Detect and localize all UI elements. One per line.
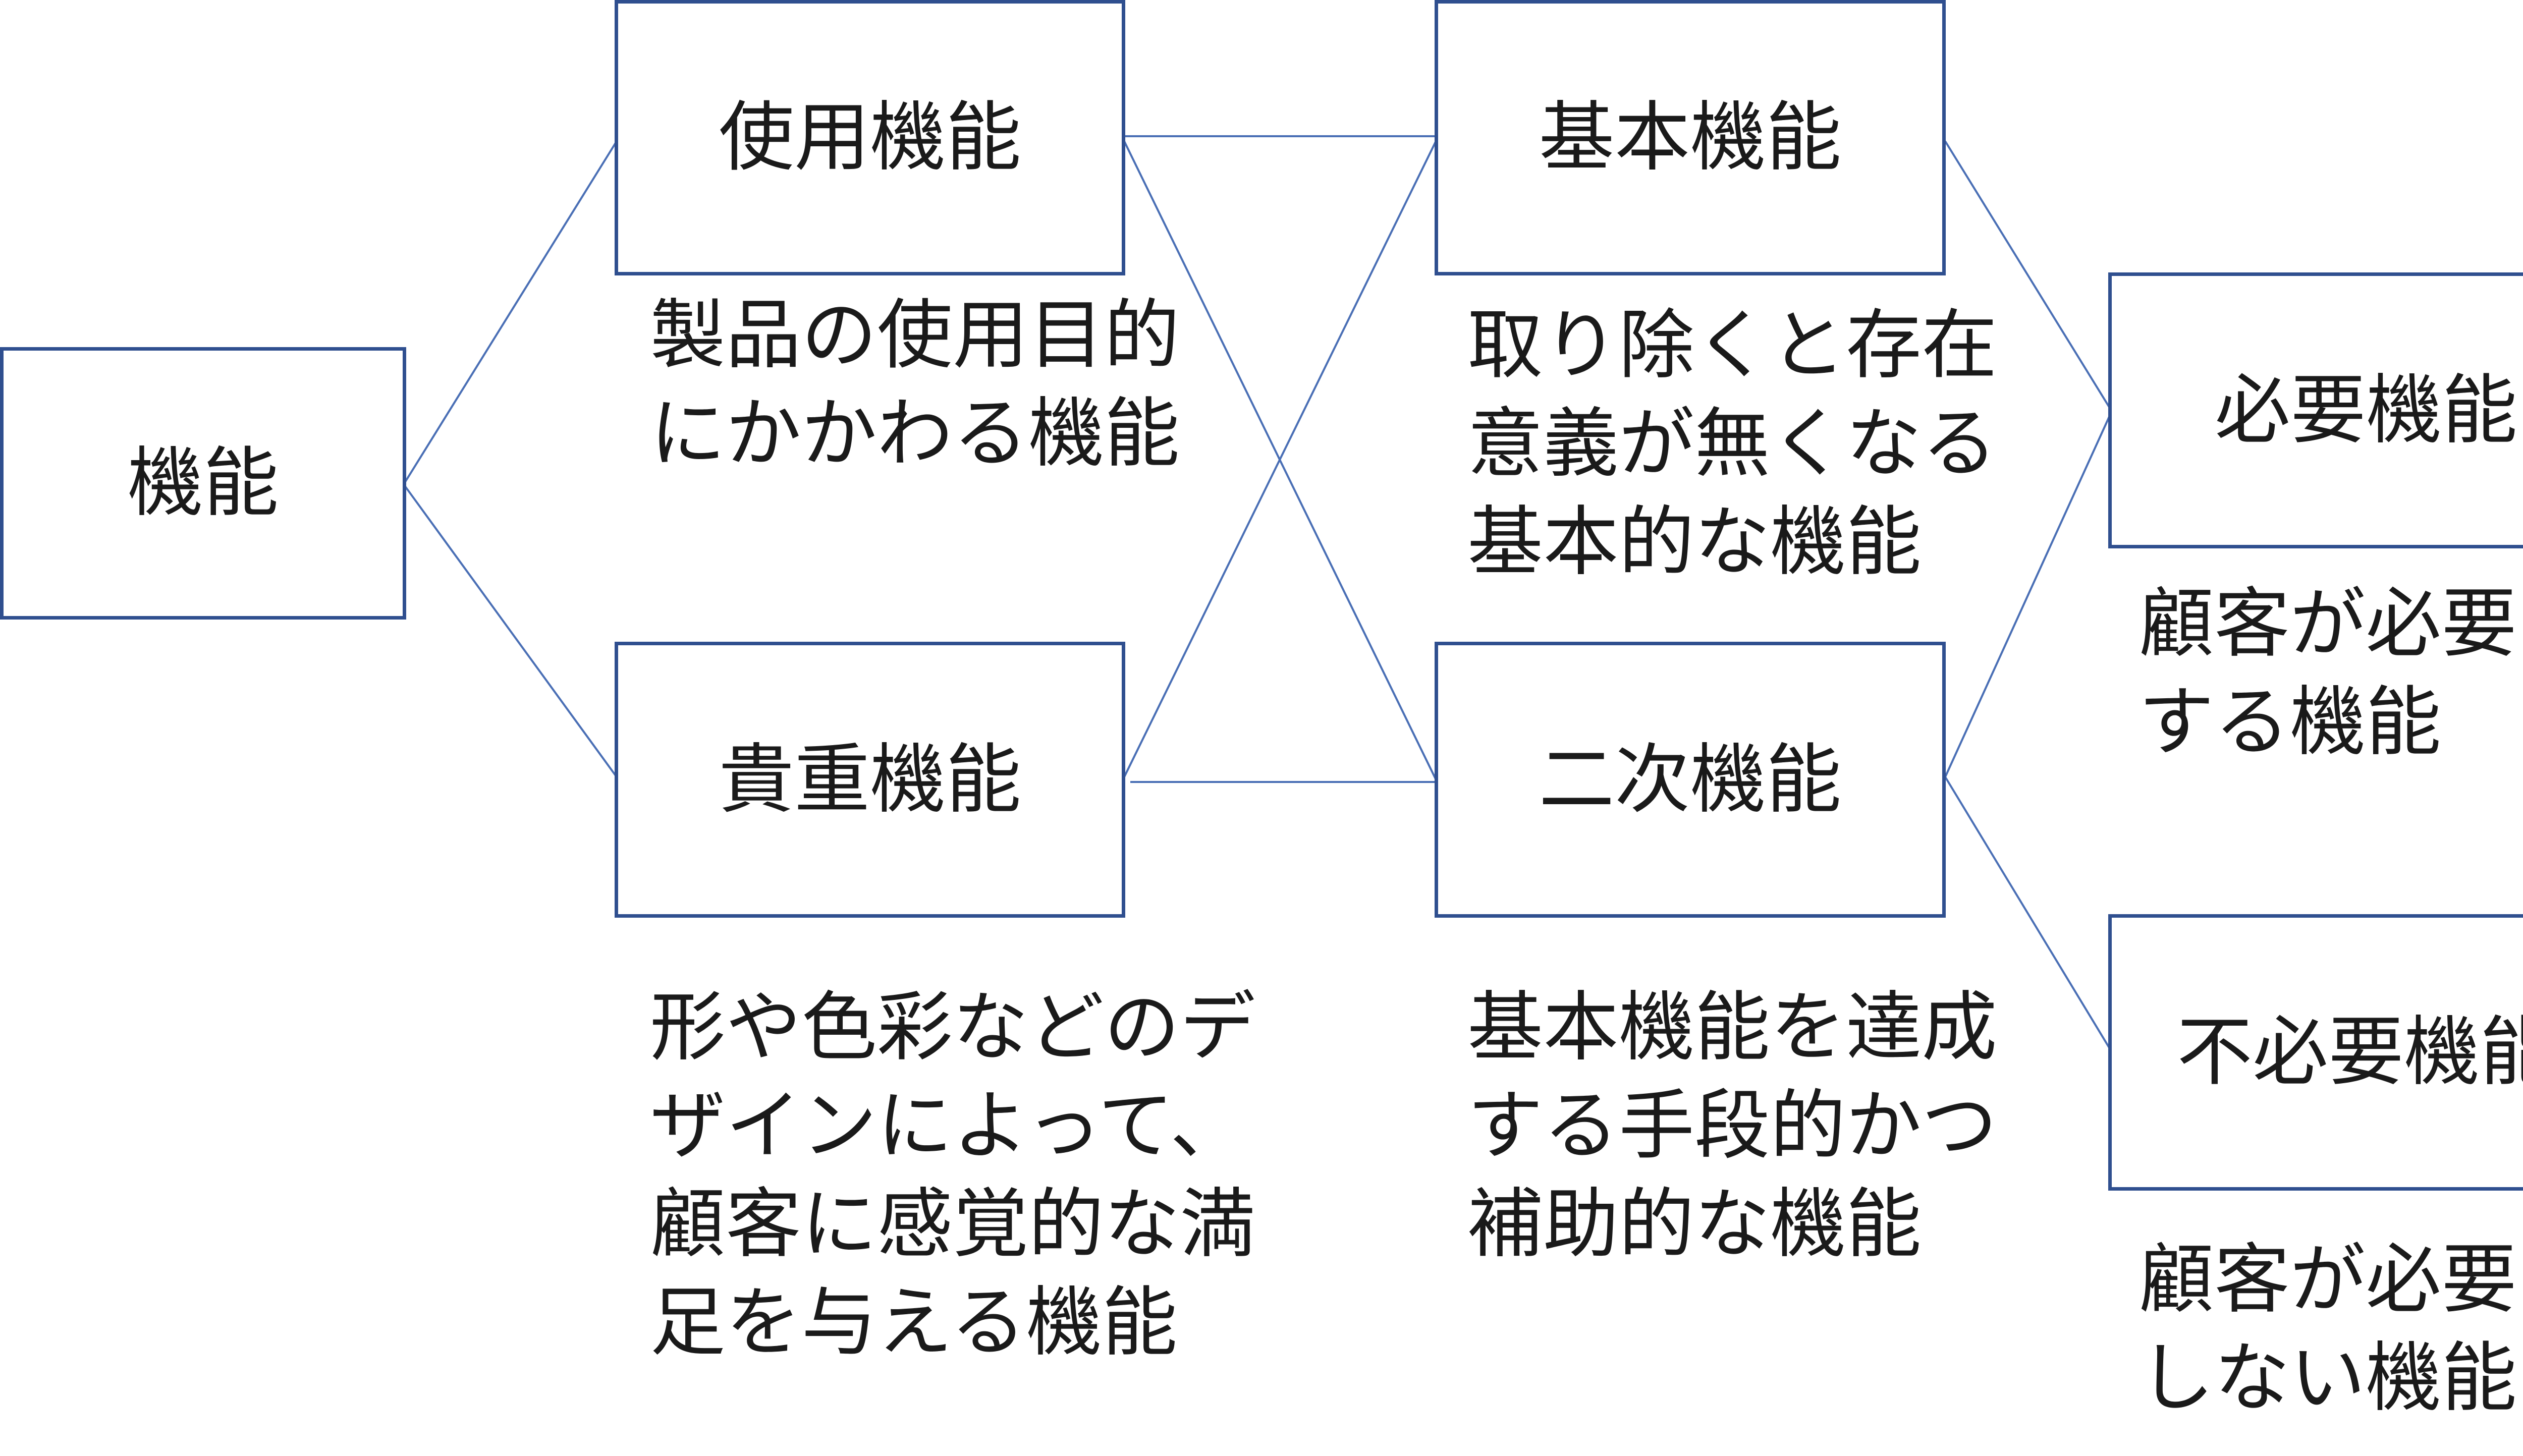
connector-esteem-basic [1123,138,1438,777]
node-basic-label: 基本機能 [1539,94,1842,182]
connector-root-use [403,140,618,485]
node-necessary: 必要機能 [2108,272,2523,548]
node-use-label: 使用機能 [718,94,1021,182]
node-necessary-label: 必要機能 [2214,366,2517,455]
connector-use-secondary [1123,141,1438,782]
desc-necessary: 顧客が必要と する機能 [2138,580,2523,766]
node-use: 使用機能 [615,0,1125,275]
connector-secondary-unnecessary [1944,776,2113,1053]
desc-basic: 取り除くと存在 意義が無くなる 基本的な機能 [1467,302,1998,586]
node-esteem-label: 貴重機能 [718,736,1021,824]
node-root: 機能 [0,347,406,620]
node-esteem: 貴重機能 [615,642,1125,918]
desc-unnecessary: 顧客が必要と しない機能 [2138,1236,2523,1422]
node-secondary-label: 二次機能 [1539,736,1842,824]
connector-root-esteem [403,483,618,778]
node-unnecessary: 不必要機能 [2108,914,2523,1191]
connector-basic-necessary [1944,140,2113,412]
node-unnecessary-label: 不必要機能 [2176,1009,2523,1096]
desc-use: 製品の使用目的 にかかわる機能 [650,292,1180,478]
desc-secondary: 基本機能を達成 する手段的かつ 補助的な機能 [1467,984,1998,1268]
desc-esteem: 形や色彩などのデ ザインによって、 顧客に感覚的な満 足を与える機能 [650,984,1256,1367]
node-basic: 基本機能 [1435,0,1946,275]
node-root-label: 機能 [127,439,279,527]
connector-secondary-necessary [1944,411,2113,777]
node-secondary: 二次機能 [1435,642,1946,918]
